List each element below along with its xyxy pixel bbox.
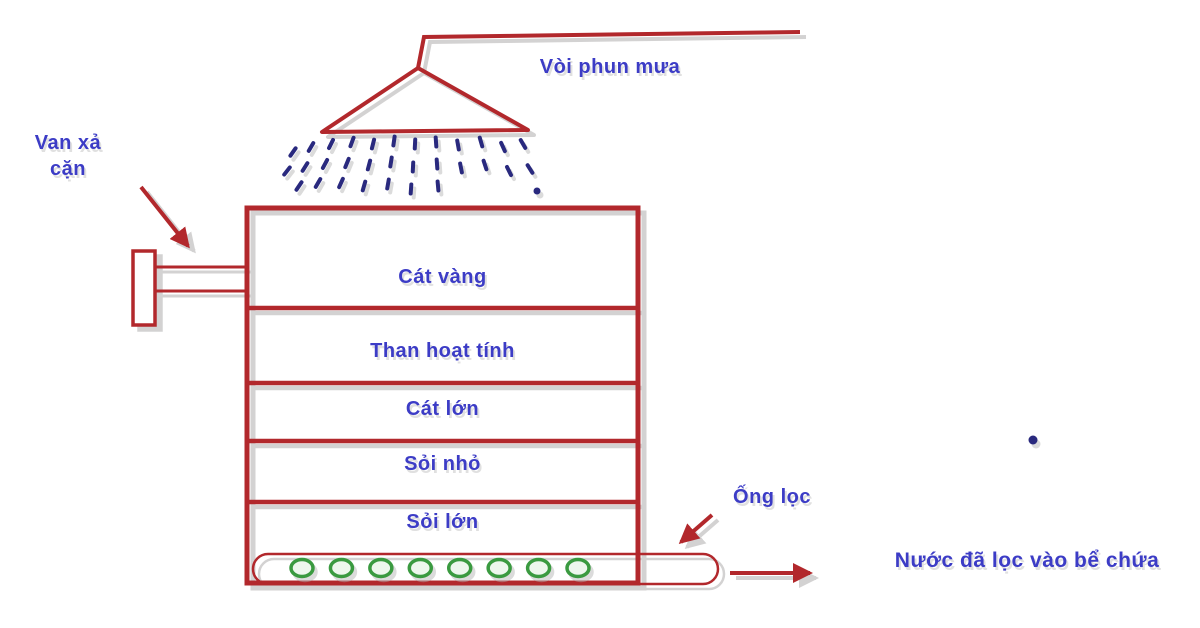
valve-pipe <box>153 265 249 293</box>
tank-layer-label-1: Cát vàng <box>398 266 487 288</box>
filter-pipe-holes <box>289 557 591 579</box>
spray-end-dot <box>533 187 541 195</box>
filter-pipe-outline <box>251 552 720 586</box>
sprinkler-cone-icon <box>320 66 530 134</box>
tank-layer-label-3: Cát lớn <box>405 398 480 420</box>
feed-pipe <box>416 30 801 69</box>
stray-dot <box>1028 435 1038 445</box>
drain-valve-arrow <box>139 185 190 249</box>
water-spray-icon <box>282 134 535 196</box>
tank-layer-label-5: Sỏi lớn <box>406 511 479 533</box>
tank-layer-label-2: Than hoạt tính <box>370 340 515 362</box>
tank-layer-label-4: Sỏi nhỏ <box>404 453 481 475</box>
valve-handle <box>131 249 157 327</box>
label-filtered-water: Nước đã lọc vào bể chứa <box>894 549 1160 572</box>
filter-pipe-arrow <box>678 513 714 544</box>
label-drain-valve: Van xả cặn <box>34 132 102 180</box>
label-filter-pipe: Ống lọc <box>733 486 811 508</box>
label-spray-nozzle: Vòi phun mưa <box>539 56 681 78</box>
